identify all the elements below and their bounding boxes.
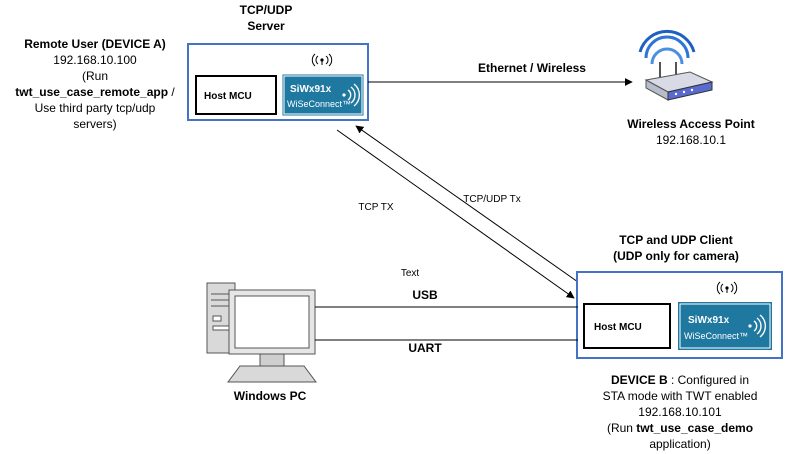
device-a-app-line: twt_use_case_remote_app / — [15, 85, 175, 99]
wireless-router-icon — [638, 29, 714, 101]
device-b-title: DEVICE B — [611, 373, 668, 387]
uart-label: UART — [408, 341, 442, 355]
access-point-ip: 192.168.10.1 — [656, 133, 726, 147]
client-chip-label: SiWx91x — [688, 315, 730, 326]
device-a-slash: / — [168, 85, 175, 99]
client-chip-sub: WiSeConnect™ — [684, 331, 748, 341]
access-point-title: Wireless Access Point — [627, 117, 755, 131]
server-chip-label: SiWx91x — [290, 84, 332, 95]
device-b-config: : Configured in — [668, 373, 749, 387]
desktop-computer-icon — [206, 282, 317, 383]
client-host-mcu-label: Host MCU — [594, 322, 642, 333]
device-b-ip: 192.168.10.101 — [638, 405, 722, 419]
client-chip — [678, 302, 772, 350]
device-a-title: Remote User (DEVICE A) — [24, 37, 166, 51]
device-b-application: application) — [649, 437, 710, 451]
client-title-line2: (UDP only for camera) — [613, 249, 739, 263]
tcp-udp-tx-arrow — [355, 125, 579, 283]
device-a-run-open: (Run — [82, 69, 108, 83]
server-title-line2: Server — [247, 19, 285, 33]
device-b-run-line: (Run twt_use_case_demo — [607, 421, 753, 435]
device-a-servers: servers) — [73, 117, 116, 131]
server-title-line1: TCP/UDP — [240, 3, 293, 17]
server-host-mcu-label: Host MCU — [204, 91, 252, 102]
server-wifi-icon — [311, 53, 333, 67]
text-label: Text — [401, 268, 420, 279]
ethernet-wireless-label: Ethernet / Wireless — [478, 61, 586, 75]
device-b-run-open: (Run — [607, 421, 636, 435]
device-b-title-line: DEVICE B : Configured in — [611, 373, 749, 387]
device-a-app-name: twt_use_case_remote_app — [15, 85, 168, 99]
client-wifi-icon — [716, 281, 738, 295]
client-chip-signal-icon — [748, 314, 766, 338]
device-a-ip: 192.168.10.100 — [53, 53, 137, 67]
device-a-third-party: Use third party tcp/udp — [35, 101, 156, 115]
tcp-tx-label: TCP TX — [358, 202, 394, 213]
device-b-app-name: twt_use_case_demo — [636, 421, 753, 435]
tcp-udp-tx-label: TCP/UDP Tx — [463, 194, 520, 205]
server-host-mcu-box — [195, 75, 277, 115]
windows-pc-label: Windows PC — [234, 389, 307, 403]
server-chip — [281, 73, 365, 117]
client-host-mcu-box — [583, 303, 671, 349]
server-chip-sub: WiSeConnect™ — [287, 99, 351, 109]
device-b-sta: STA mode with TWT enabled — [603, 389, 758, 403]
client-title-line1: TCP and UDP Client — [619, 233, 733, 247]
tcp-tx-arrow — [336, 129, 575, 299]
usb-label: USB — [412, 288, 438, 302]
server-chip-signal-icon — [342, 83, 360, 107]
